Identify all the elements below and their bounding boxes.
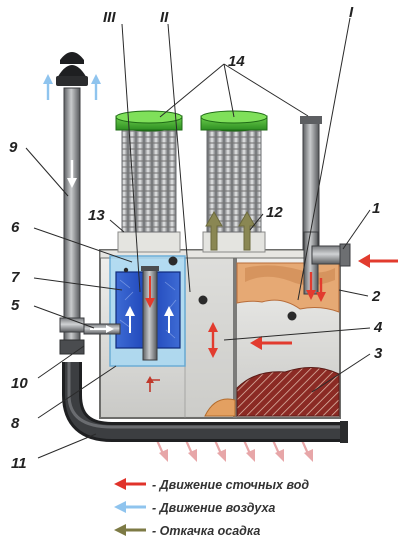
label-5: 5 [11, 297, 20, 314]
chamber-i-marker [287, 311, 297, 321]
riser-left [115, 110, 183, 253]
tee-air-arrow [90, 325, 114, 333]
label-3: 3 [374, 345, 383, 362]
label-12: 12 [266, 204, 283, 221]
legend: - Движение сточных вод - Движение воздух… [114, 478, 309, 538]
legend-sludge-text: - Откачка осадка [152, 524, 260, 538]
watermark-text: Avito [340, 501, 399, 528]
legend-wastewater-icon [114, 478, 146, 490]
sludge-pump-arrows [205, 210, 256, 251]
label-10: 10 [11, 375, 28, 392]
leader-lines [25, 17, 371, 459]
label-1: 1 [372, 200, 380, 217]
legend-air-icon [114, 501, 146, 513]
biofilter-down-arrow [145, 276, 155, 308]
label-8: 8 [11, 415, 20, 432]
label-7: 7 [11, 269, 20, 286]
avito-watermark: Avito [308, 497, 399, 528]
legend-air-text: - Движение воздуха [152, 501, 275, 515]
biofilter-chamber [109, 255, 186, 392]
label-13: 13 [88, 207, 105, 224]
drain-pipe [62, 362, 348, 443]
legend-sludge-icon [114, 524, 146, 536]
vent-air-arrows [43, 74, 101, 188]
biofilter-air-arrows [125, 306, 174, 333]
label-11: 11 [11, 455, 27, 472]
label-chamber-iii: III [103, 9, 116, 26]
label-2: 2 [371, 288, 381, 305]
inflow-arrows [306, 254, 398, 302]
chamber-ii-marker [198, 295, 208, 305]
label-14: 14 [228, 53, 245, 70]
legend-wastewater-text: - Движение сточных вод [152, 478, 309, 492]
label-9: 9 [9, 139, 18, 156]
riser-right [200, 110, 268, 253]
label-chamber-i: I [349, 4, 354, 21]
label-6: 6 [11, 219, 20, 236]
label-chamber-ii: II [160, 9, 169, 26]
label-4: 4 [373, 319, 383, 336]
soil-infiltration-arrows [154, 437, 313, 462]
transfer-arrows [208, 322, 292, 358]
